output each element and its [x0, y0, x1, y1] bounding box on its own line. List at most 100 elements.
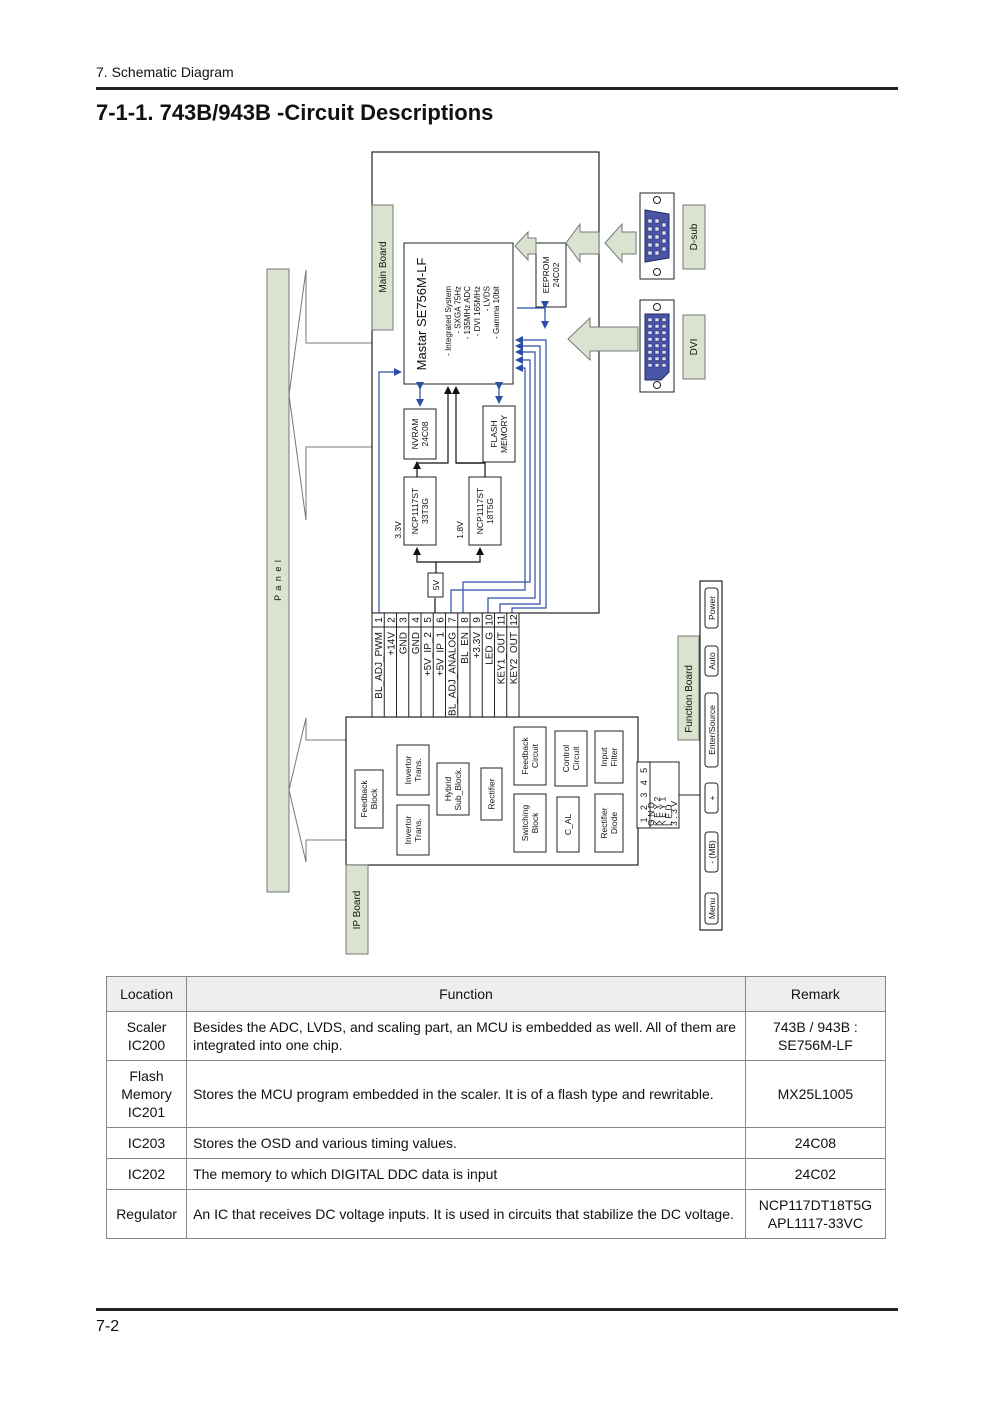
- main-ip-connector: 1BL_ADJ_PWM2+14V3GND4GND5+5V_IP_26+5V_IP…: [371, 612, 520, 718]
- cell-remark: 24C08: [744, 1127, 887, 1159]
- regulator-33: [403, 476, 437, 546]
- dvi-tab: [682, 314, 706, 380]
- ip-block-line: Invertor: [403, 815, 413, 844]
- cell-function: The memory to which DIGITAL DDC data is …: [186, 1158, 746, 1190]
- pin-number: 3: [399, 617, 410, 623]
- header-remark: Remark: [744, 976, 887, 1012]
- remark-line: NCP117DT18T5G: [758, 1197, 873, 1213]
- header-function: Function: [186, 976, 746, 1012]
- fn-pin-label: KEY2: [652, 794, 662, 826]
- cell-function: Stores the OSD and various timing values…: [186, 1127, 746, 1159]
- ip-block-line: Trans.: [413, 758, 423, 782]
- dsub-input-arrow: [604, 222, 637, 264]
- ip-block-label: FeedbackCircuit: [520, 737, 540, 775]
- cell-function: Besides the ADC, LVDS, and scaling part,…: [186, 1011, 746, 1061]
- ip-block-c-al: C_AL: [556, 796, 580, 853]
- remark-line: APL1117-33VC: [767, 1215, 863, 1231]
- reg18-line: NCP1117ST: [475, 488, 485, 534]
- eeprom-line: EEPROM: [541, 257, 551, 294]
- cell-remark: NCP117DT18T5G APL1117-33VC: [744, 1189, 887, 1239]
- ip-block-line: Feedback: [520, 737, 530, 775]
- fn-pin-number: 1: [639, 817, 649, 822]
- ip-block-label: FeedbackBlock: [359, 780, 379, 818]
- fn-button-label: Power: [707, 596, 717, 620]
- v18-label: 1.8V: [455, 521, 465, 539]
- scaler-feature: - DVI 165MHz: [473, 286, 482, 336]
- ip-block-line: Rectifier: [599, 807, 609, 838]
- pin-number: 5: [423, 617, 434, 623]
- pin-label: +3.3V: [472, 632, 483, 659]
- ip-block-line: Hybrid: [443, 776, 453, 801]
- table-header-row: Location Function Remark: [105, 976, 887, 1012]
- fn-button-label: +: [707, 795, 717, 800]
- signal-wiring: [378, 301, 549, 613]
- ip-block-feedback-block: FeedbackBlock: [354, 769, 384, 829]
- ip-block-line: Switching: [520, 805, 530, 842]
- pin-label: GND: [411, 632, 422, 654]
- pin-label: KEY1_OUT: [497, 632, 508, 684]
- nvram-label: NVRAM24C08: [410, 419, 430, 450]
- regulator-33-label: NCP1117ST33T3G: [410, 488, 430, 534]
- main-board-label: Main Board: [378, 241, 389, 292]
- remark-line: 743B / 943B :: [772, 1019, 858, 1035]
- fn-button: +: [704, 782, 719, 814]
- fn-pin-number: 2: [639, 805, 649, 810]
- pin-number: 12: [509, 614, 520, 626]
- cell-location: Regulator: [105, 1189, 188, 1239]
- fn-pin-label: 3.3V: [669, 799, 679, 827]
- ip-blocks: FeedbackBlockInvertorTrans.InvertorTrans…: [354, 726, 624, 856]
- function-board-tab: [677, 635, 700, 741]
- flash-line: FLASH: [489, 420, 499, 447]
- block-diagram: P a n e l Main Board Mastar SE756M-LF - …: [266, 151, 723, 955]
- ip-block-label: Rectifier: [487, 778, 497, 809]
- ip-block-line: Input: [599, 747, 609, 767]
- ip-block-hybrid: HybridSub_Block.: [436, 762, 470, 816]
- ip-block-label: HybridSub_Block.: [443, 768, 463, 811]
- ip-block-label: ControlCircuit: [561, 745, 581, 773]
- ip-block-line: Block: [369, 788, 379, 810]
- fn-button-label: Auto: [707, 652, 717, 670]
- regulator-18: [468, 476, 502, 546]
- remark-line: 24C02: [794, 1166, 837, 1182]
- main-to-panel-arrow: [288, 269, 372, 521]
- footer-rule: [96, 1308, 898, 1311]
- pin-number: 6: [435, 617, 446, 623]
- pin-number: 8: [460, 617, 471, 623]
- fn-pin-label: GND: [646, 800, 656, 826]
- dvi-connector-icon: [639, 299, 675, 393]
- scaler-feature: - 135MHz ADC: [463, 286, 472, 340]
- ip-block-line: Filter: [609, 747, 619, 766]
- ip-block-label: InputFilter: [599, 747, 619, 767]
- location-line: Flash: [129, 1068, 164, 1084]
- remark-line: MX25L1005: [777, 1086, 854, 1102]
- eeprom-label: EEPROM24C02: [541, 257, 561, 294]
- nvram-chip: [403, 408, 437, 460]
- eeprom-feed-arrow: [565, 222, 600, 264]
- dsub-label: D-sub: [689, 223, 700, 250]
- nvram-line: 24C08: [420, 421, 430, 446]
- fn-button-label: Menu: [707, 898, 717, 920]
- dsub-tab: [682, 204, 706, 270]
- ip-block-line: Block: [530, 812, 540, 834]
- ip-block-line: Control: [561, 745, 571, 773]
- pin-label: BL_ADJ_ANALOG: [448, 632, 459, 716]
- ip-block-line: C_AL: [563, 814, 573, 836]
- cell-function: Stores the MCU program embedded in the s…: [186, 1060, 746, 1128]
- scaler-title: Mastar SE756M-LF: [414, 258, 429, 371]
- nvram-line: NVRAM: [410, 419, 420, 450]
- fn-button-label: - (MB): [707, 840, 717, 864]
- cell-location: IC203: [105, 1127, 188, 1159]
- location-line: IC202: [127, 1166, 166, 1182]
- pin-number: 10: [484, 614, 495, 626]
- ip-block-invertor1: InvertorTrans.: [396, 744, 430, 796]
- ip-block-input-filter: InputFilter: [594, 730, 624, 784]
- ip-block-control-circuit: ControlCircuit: [554, 730, 588, 787]
- location-line: IC200: [127, 1037, 166, 1053]
- section-header: 7. Schematic Diagram: [96, 64, 234, 80]
- fn-button: Enter/Source: [704, 692, 719, 768]
- pin-label: BL_ADJ_PWM: [374, 632, 385, 699]
